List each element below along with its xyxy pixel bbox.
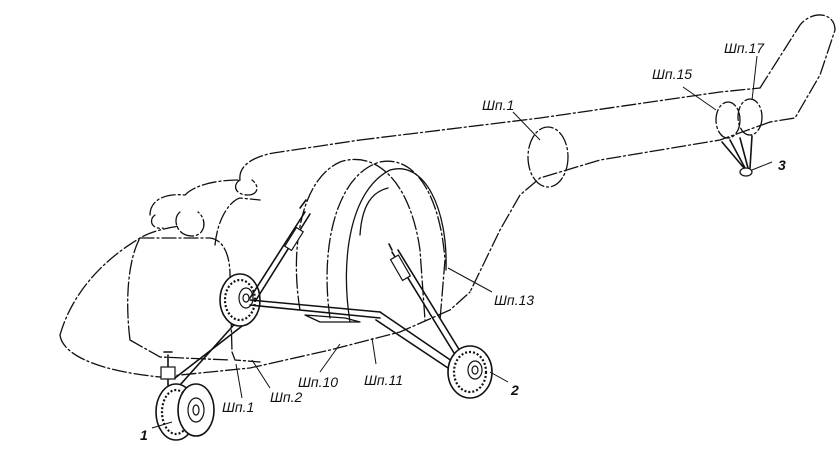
frame-1-front-label: Шп.1 (222, 399, 254, 415)
frame-2-label: Шп.2 (270, 389, 302, 405)
callout-3: 3 (778, 157, 786, 173)
frame-13-label: Шп.13 (494, 292, 534, 308)
frame-17-label: Шп.17 (724, 40, 765, 56)
tail-support (721, 135, 753, 177)
callout-2: 2 (510, 382, 519, 398)
main-jack-struts (249, 199, 469, 377)
frame-15-label: Шп.15 (652, 66, 692, 82)
main-jack-wheel (447, 345, 493, 399)
frame-10-label: Шп.10 (298, 374, 338, 390)
front-jack-assembly (155, 315, 256, 441)
fuselage-outline (59, 14, 836, 378)
frame-1-tail-label: Шп.1 (482, 97, 514, 113)
leader-lines (151, 55, 773, 429)
frame-11-label: Шп.11 (364, 372, 403, 388)
fuselage-frames (295, 98, 763, 323)
callout-1: 1 (140, 427, 148, 443)
